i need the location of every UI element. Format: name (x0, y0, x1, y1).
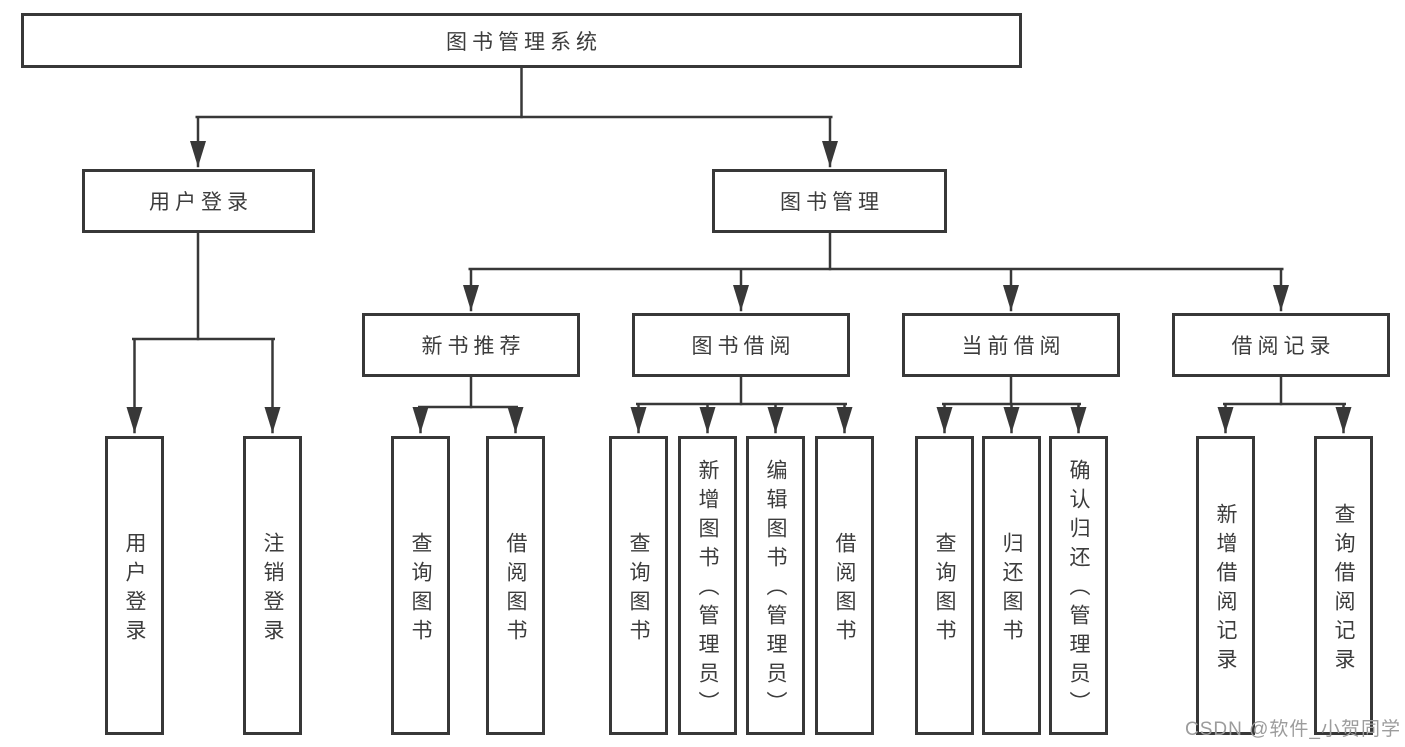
node-library-system: 图书管理系统 (21, 13, 1022, 68)
leaf-query-books-borrowing: 查询图书 (609, 436, 668, 735)
leaf-return-books: 归还图书 (982, 436, 1041, 735)
leaf-query-books-current: 查询图书 (915, 436, 974, 735)
leaf-label: 注销登录 (261, 531, 284, 648)
leaf-edit-books-admin: 编辑图书（管理员） (746, 436, 805, 735)
leaf-query-books-recommend: 查询图书 (391, 436, 450, 735)
leaf-label: 借阅图书 (504, 531, 527, 648)
leaf-label: 用户登录 (123, 531, 146, 648)
leaf-label: 编辑图书（管理员） (764, 459, 787, 720)
leaf-label: 查询图书 (933, 531, 956, 648)
leaf-confirm-return-admin: 确认归还（管理员） (1049, 436, 1108, 735)
leaf-borrow-books-recommend: 借阅图书 (486, 436, 545, 735)
leaf-label: 借阅图书 (833, 531, 856, 648)
node-book-management: 图书管理 (712, 169, 947, 233)
node-new-book-recommendation: 新书推荐 (362, 313, 580, 377)
leaf-borrow-books-borrowing: 借阅图书 (815, 436, 874, 735)
leaf-add-books-admin: 新增图书（管理员） (678, 436, 737, 735)
leaf-label: 归还图书 (1000, 531, 1023, 648)
leaf-logout-login: 注销登录 (243, 436, 302, 735)
watermark: CSDN @软件_小贺同学 (1185, 719, 1401, 740)
leaf-label: 查询图书 (409, 531, 432, 648)
leaf-label: 查询图书 (627, 531, 650, 648)
node-borrowing-records: 借阅记录 (1172, 313, 1390, 377)
leaf-label: 新增图书（管理员） (696, 459, 719, 720)
leaf-add-borrow-record: 新增借阅记录 (1196, 436, 1255, 735)
leaf-query-borrow-record: 查询借阅记录 (1314, 436, 1373, 735)
leaf-label: 新增借阅记录 (1214, 502, 1237, 677)
leaf-label: 查询借阅记录 (1332, 502, 1355, 677)
node-current-borrowing: 当前借阅 (902, 313, 1120, 377)
leaf-user-login: 用户登录 (105, 436, 164, 735)
node-user-login: 用户登录 (82, 169, 315, 233)
node-book-borrowing: 图书借阅 (632, 313, 850, 377)
leaf-label: 确认归还（管理员） (1067, 459, 1090, 720)
